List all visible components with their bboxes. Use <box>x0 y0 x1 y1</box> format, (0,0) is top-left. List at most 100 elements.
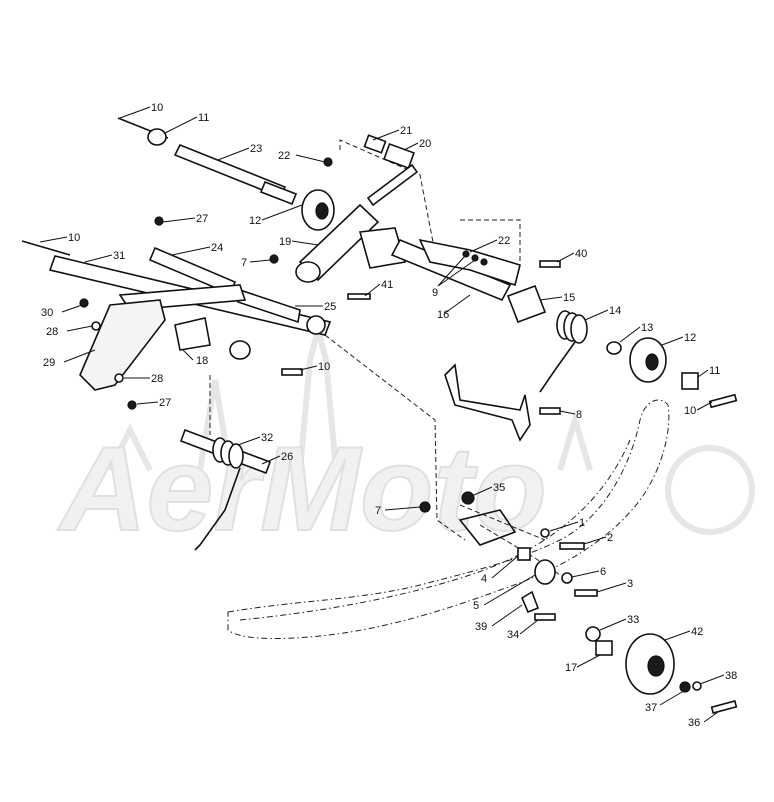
callout-21: 21 <box>400 125 412 137</box>
callout-20: 20 <box>419 138 431 150</box>
callout-32: 32 <box>261 432 273 444</box>
spring-leg <box>539 341 576 393</box>
leader-lines <box>39 106 725 723</box>
leader-32 <box>237 436 261 446</box>
callout-33: 33 <box>627 614 639 626</box>
spacer-11-top <box>147 128 167 146</box>
callout-27: 27 <box>196 213 208 225</box>
idler-wheel-12-top-hub <box>315 202 329 220</box>
callout-18: 18 <box>196 355 208 367</box>
nut-27-bottom <box>127 400 137 410</box>
leader-23 <box>217 147 250 161</box>
bracket-9 <box>418 238 521 287</box>
callout-16: 16 <box>437 309 449 321</box>
callout-10: 10 <box>151 102 163 114</box>
callout-39: 39 <box>475 621 487 633</box>
callout-15: 15 <box>563 292 575 304</box>
callout-22: 22 <box>278 150 290 162</box>
callout-24: 24 <box>211 242 223 254</box>
shock-eye <box>295 261 321 283</box>
nut-22-b <box>471 254 479 262</box>
torsion-spring-14 <box>539 310 738 409</box>
callout-30: 30 <box>41 307 53 319</box>
leader-28a <box>66 325 93 332</box>
spring-32-c <box>228 443 244 469</box>
leader-4 <box>491 555 519 579</box>
callout-23: 23 <box>250 143 262 155</box>
nut-27-top <box>154 216 164 226</box>
callout-labels: 10 11 21 20 23 22 12 27 24 19 10 31 7 22… <box>41 102 737 729</box>
shock-rod <box>366 163 419 207</box>
callout-10: 10 <box>318 361 330 373</box>
watermark-wheel <box>665 445 755 535</box>
spring-coil-c <box>570 314 588 344</box>
watermark-text: AerMoto <box>57 422 547 556</box>
callout-7: 7 <box>375 505 381 517</box>
bolt-3 <box>574 589 598 597</box>
leader-15 <box>539 296 563 301</box>
roller-5 <box>534 559 556 585</box>
clamp-18 <box>174 317 211 351</box>
leader-7b <box>384 506 421 511</box>
leader-35 <box>473 486 493 496</box>
callout-11: 11 <box>709 365 720 377</box>
cast-arm-29 <box>79 298 166 410</box>
arm-29 <box>79 299 166 391</box>
callout-42: 42 <box>691 626 703 638</box>
leader-19 <box>291 240 319 246</box>
bushing-left <box>229 340 251 360</box>
leader-21 <box>372 129 400 141</box>
leader-39 <box>491 604 523 627</box>
washer-6 <box>561 572 573 584</box>
leader-7a <box>249 259 271 263</box>
ref-line-4 <box>460 219 521 262</box>
spacer-11-right <box>681 372 699 390</box>
leader-38 <box>699 674 725 685</box>
nut-22-c <box>480 258 488 266</box>
callout-29: 29 <box>43 357 55 369</box>
callout-12: 12 <box>249 215 261 227</box>
leader-11a <box>164 116 198 134</box>
leader-27a <box>162 217 196 223</box>
front-arm-assembly <box>390 238 561 324</box>
callout-2: 2 <box>607 532 613 544</box>
leader-11b <box>697 369 709 378</box>
leader-42 <box>664 630 691 641</box>
bolt-10-mid <box>281 368 303 376</box>
bolt-41 <box>347 293 371 300</box>
callout-28: 28 <box>151 373 163 385</box>
leader-36 <box>703 711 719 723</box>
sleeve-15 <box>506 284 547 324</box>
callout-7: 7 <box>241 257 247 269</box>
bolt-34 <box>534 613 556 621</box>
shock-absorber-assembly <box>295 134 419 283</box>
washer-1 <box>540 528 550 538</box>
washer-28-top <box>91 321 101 331</box>
leader-18 <box>182 349 194 361</box>
callout-14: 14 <box>609 305 621 317</box>
leader-27b <box>136 401 159 405</box>
leader-22b <box>469 239 498 253</box>
callout-8: 8 <box>576 409 582 421</box>
leader-33 <box>599 618 627 631</box>
leader-41 <box>364 283 381 297</box>
ref-line-2 <box>324 334 466 541</box>
callout-6: 6 <box>600 566 606 578</box>
callout-34: 34 <box>507 629 519 641</box>
callout-13: 13 <box>641 322 653 334</box>
callout-4: 4 <box>481 573 487 585</box>
leader-26 <box>261 455 281 465</box>
shock-bellows <box>358 227 407 269</box>
washer-28-bottom <box>114 373 124 383</box>
bushing-21 <box>363 134 387 154</box>
watermark: AerMoto <box>56 318 755 557</box>
callout-19: 19 <box>279 236 291 248</box>
leader-10a <box>119 106 151 119</box>
leader-16 <box>444 294 471 314</box>
callout-12: 12 <box>684 332 696 344</box>
lower-spring-assembly <box>179 428 272 551</box>
rail-hardware <box>419 491 738 714</box>
leader-30 <box>61 304 83 313</box>
leader-20 <box>403 142 419 151</box>
callout-22: 22 <box>498 235 510 247</box>
